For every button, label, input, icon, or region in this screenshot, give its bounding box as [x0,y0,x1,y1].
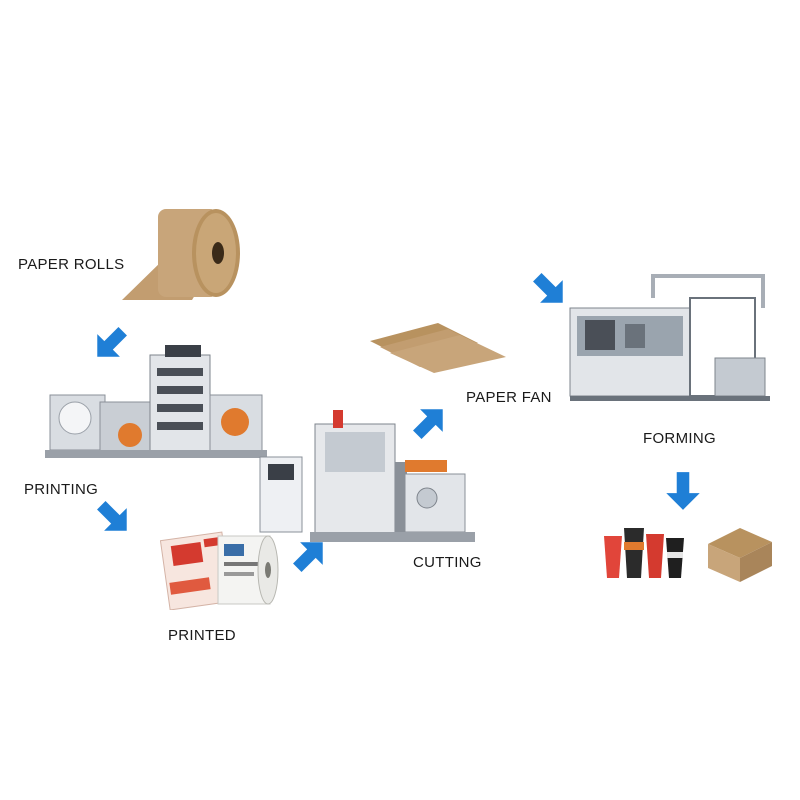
cutting-machine-image [259,410,475,542]
arrow-icon-cutting-to-paper-fan [413,409,443,439]
label-forming: FORMING [643,430,716,447]
paper-fan-image [370,323,506,373]
label-paper-rolls: PAPER ROLLS [18,256,125,273]
paper-roll-image [122,209,240,300]
arrow-icon-printed-to-cutting [293,542,323,572]
arrow-icon-printing-to-printed [97,501,127,531]
cups-and-box-image [604,528,772,582]
arrow-icon-paper-fan-to-forming [533,273,563,303]
arrow-icon-forming-to-products [666,472,700,510]
arrow-icon-rolls-to-printing [97,327,127,357]
printing-machine-image [45,345,267,458]
label-printed: PRINTED [168,627,236,644]
printed-rolls-image [160,531,279,610]
label-cutting: CUTTING [413,554,482,571]
label-printing: PRINTING [24,481,99,498]
forming-machine-image [569,274,770,401]
label-paper-fan: PAPER FAN [466,389,552,406]
